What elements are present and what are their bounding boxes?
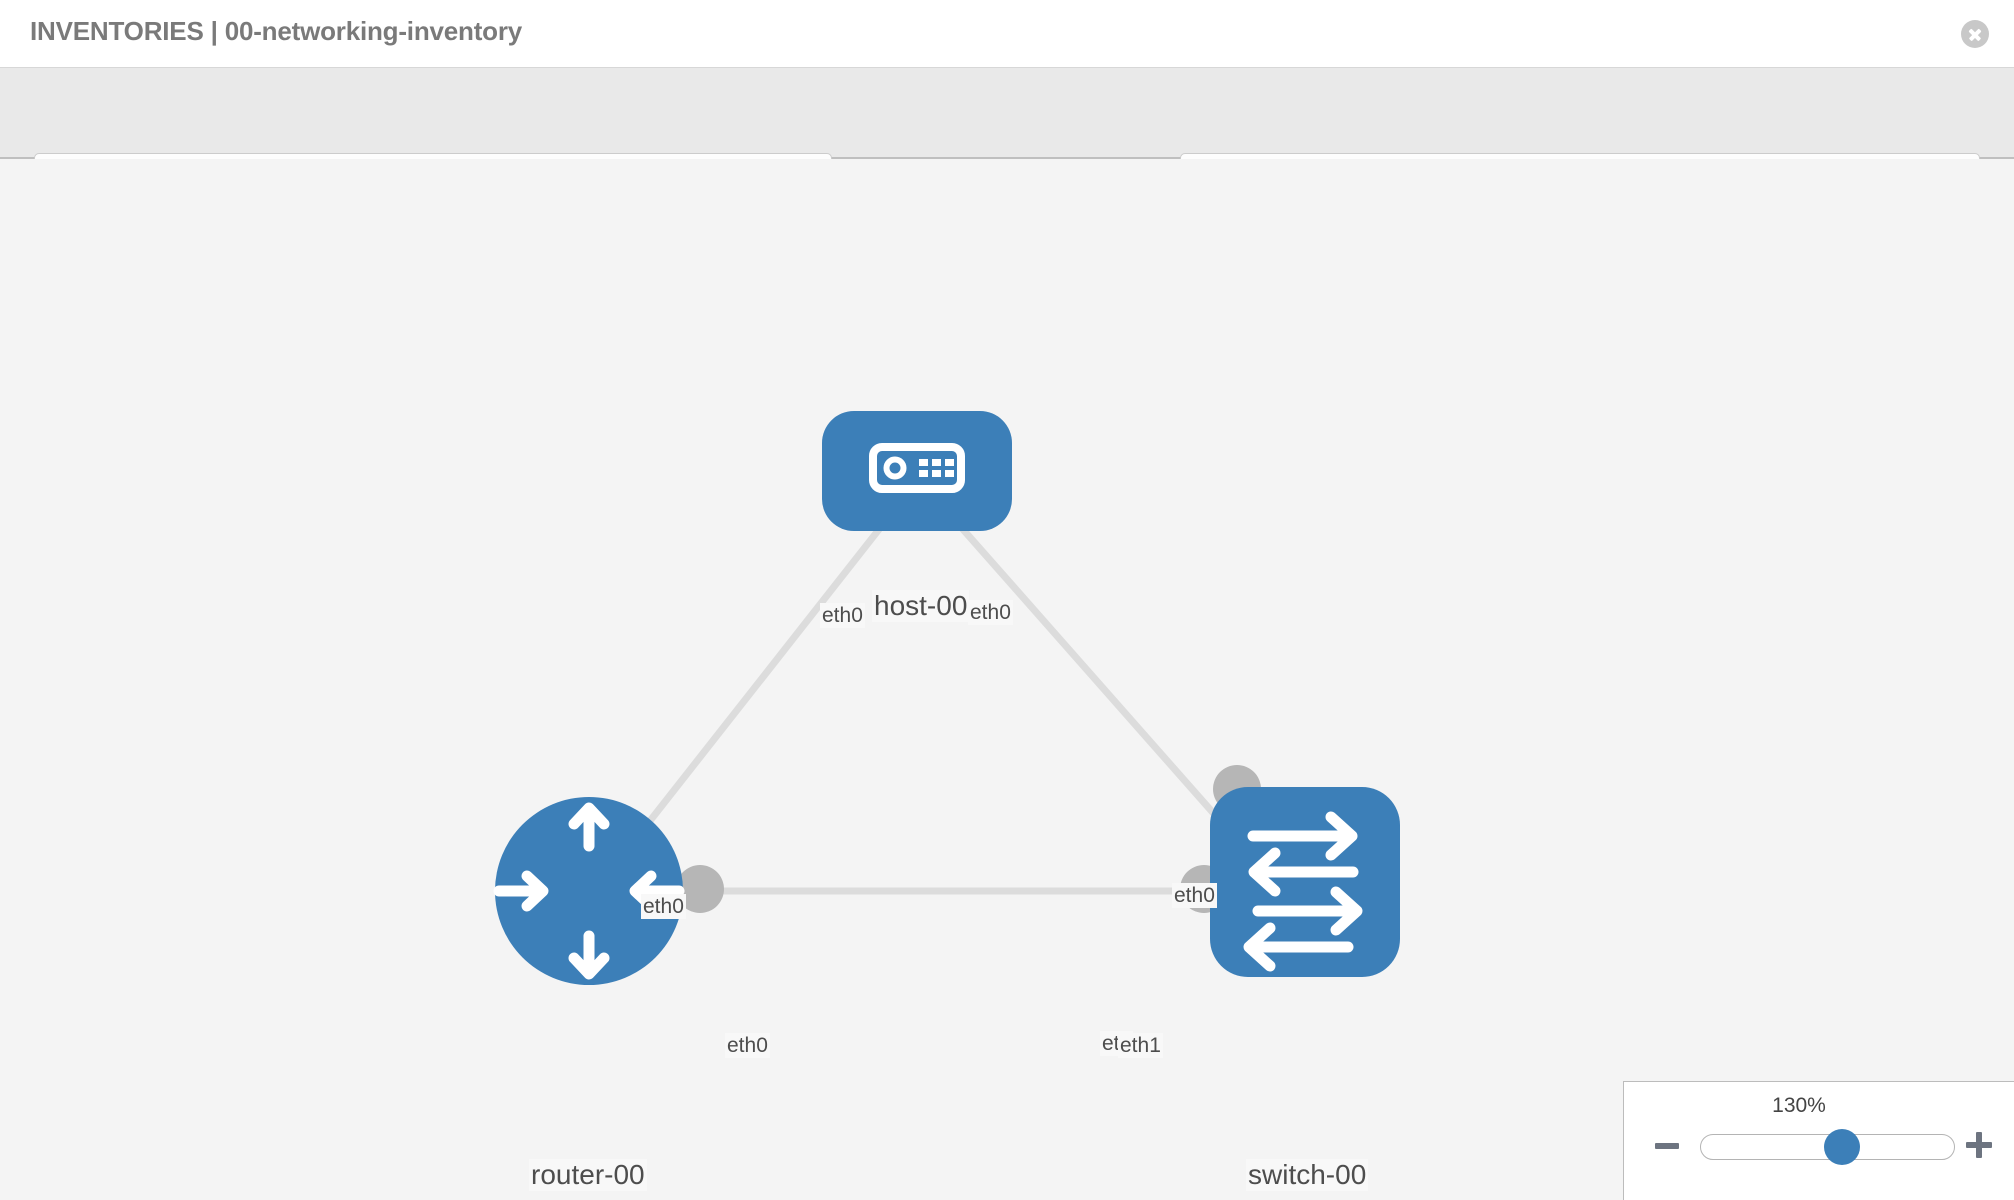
node-switch-00[interactable]: [1210, 787, 1400, 977]
node-label-router-00: router-00: [529, 1159, 647, 1191]
topology-graph: [493, 411, 1400, 985]
interface-label-router-eth0-up: eth0: [641, 894, 686, 919]
link-host-switch[interactable]: [942, 506, 1248, 852]
zoom-control-panel: 130%: [1623, 1081, 2014, 1200]
toolbar: ACTIONS SEARCH: [0, 68, 2014, 203]
node-router-00[interactable]: [493, 797, 685, 985]
interface-label-host-eth0-left: eth0: [820, 603, 865, 628]
connector-router-eth0[interactable]: [676, 865, 724, 913]
zoom-slider-thumb[interactable]: [1824, 1129, 1860, 1165]
node-label-switch-00: switch-00: [1246, 1159, 1369, 1191]
interface-label-switch-eth0: eth0: [1172, 883, 1217, 908]
interface-label-host-eth0-right: eth0: [968, 600, 1013, 625]
zoom-out-button[interactable]: [1655, 1143, 1679, 1149]
link-host-router[interactable]: [617, 506, 898, 862]
zoom-percentage: 130%: [1772, 1094, 1826, 1117]
interface-label-router-eth0: eth0: [725, 1033, 770, 1058]
close-icon[interactable]: [1961, 20, 1989, 48]
switch-arrows-icon: [1243, 811, 1363, 972]
router-arrows-icon: [493, 802, 685, 980]
topology-canvas[interactable]: host-00 eth0 eth0 router-00 eth0 eth0 sw…: [0, 159, 2014, 1200]
server-icon: [869, 443, 965, 493]
node-host-00[interactable]: [822, 411, 1012, 531]
page-title: INVENTORIES | 00-networking-inventory: [30, 16, 523, 46]
zoom-in-button[interactable]: [1966, 1132, 1992, 1158]
node-label-host-00: host-00: [872, 590, 970, 622]
interface-label-switch-eth1: eth1: [1118, 1033, 1163, 1058]
page-header: INVENTORIES | 00-networking-inventory: [0, 0, 2014, 68]
